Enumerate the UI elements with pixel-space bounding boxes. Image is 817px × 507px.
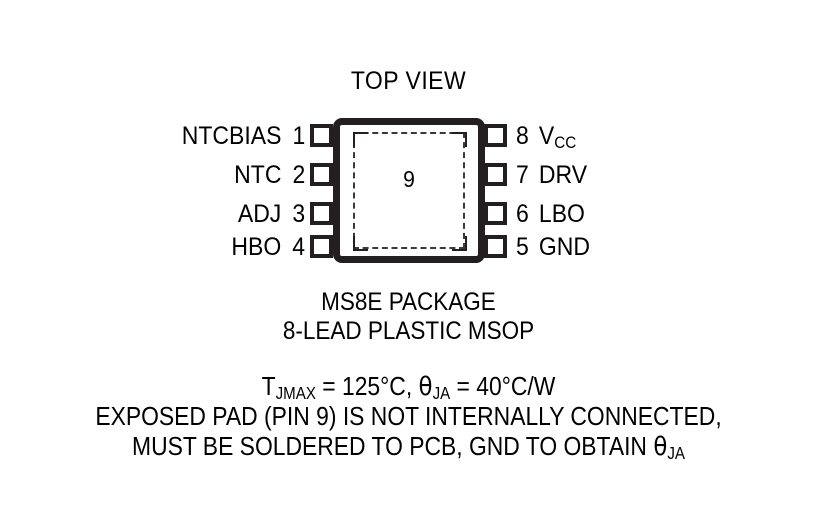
tjmax-symbol: T <box>261 371 276 401</box>
theta-ja-subscript-2: JA <box>667 443 685 464</box>
pin-number-3: 3 <box>292 200 305 228</box>
exposed-pad-note-line1: EXPOSED PAD (PIN 9) IS NOT INTERNALLY CO… <box>95 401 722 431</box>
pin-number-5: 5 <box>516 233 529 261</box>
exposed-pad-outline <box>353 132 465 249</box>
pin-name-adj: ADJ <box>237 200 282 228</box>
exposed-pad-note-line2: MUST BE SOLDERED TO PCB, GND TO OBTAIN θ… <box>49 431 768 464</box>
pin-label-right-6: 6 LBO <box>516 200 585 228</box>
pin-number-4: 4 <box>292 233 305 261</box>
pin-lead-5 <box>484 235 507 258</box>
pin-lead-6 <box>484 202 507 225</box>
pin-number-2: 2 <box>292 161 305 189</box>
package-name-caption: MS8E PACKAGE <box>321 288 496 316</box>
pin-label-right-7: 7 DRV <box>516 161 587 189</box>
pin-name-drv: DRV <box>538 161 588 189</box>
pin-name-gnd: GND <box>538 233 591 261</box>
package-body-group: 9 <box>333 118 485 263</box>
pin-lead-8 <box>484 124 507 147</box>
pin-lead-3 <box>310 202 333 225</box>
tjmax-subscript: JMAX <box>275 383 316 404</box>
pin-number-6: 6 <box>516 200 529 228</box>
theta-ja-value: = 40°C/W <box>450 371 556 401</box>
exposed-pad-number: 9 <box>403 166 415 192</box>
pin-name-ntc: NTC <box>233 161 282 189</box>
pad-corner-bottom-right <box>452 236 467 251</box>
pin-name-lbo: LBO <box>538 200 585 228</box>
solder-note-text: MUST BE SOLDERED TO PCB, GND TO OBTAIN <box>132 431 654 461</box>
pin-lead-1 <box>310 124 333 147</box>
pin-label-left-1: NTCBIAS 1 <box>181 122 305 150</box>
pin-name-hbo: HBO <box>231 233 282 261</box>
pin-lead-2 <box>310 163 333 186</box>
pin-label-right-5: 5 GND <box>516 233 590 261</box>
pin-lead-4 <box>310 235 333 258</box>
pin-label-left-4: HBO 4 <box>231 233 305 261</box>
pin-name-vcc-base: V <box>538 122 555 150</box>
package-type-caption: 8-LEAD PLASTIC MSOP <box>282 317 535 345</box>
tjmax-value: = 125°C, <box>315 371 419 401</box>
pin-number-7: 7 <box>516 161 529 189</box>
pin-lead-7 <box>484 163 507 186</box>
pad-corner-top-left <box>353 132 368 147</box>
theta-ja-symbol: θ <box>418 372 433 402</box>
pin-name-ntcbias: NTCBIAS <box>181 122 282 150</box>
pin-number-8: 8 <box>516 122 529 150</box>
pin-number-1: 1 <box>292 122 305 150</box>
pin-label-left-3: ADJ 3 <box>238 200 305 228</box>
pin-name-vcc: VCC <box>538 122 577 153</box>
top-view-label: TOP VIEW <box>350 67 467 95</box>
pin-name-vcc-subscript: CC <box>554 134 577 153</box>
pad-corner-top-right <box>452 132 467 147</box>
pad-corner-bottom-left <box>353 236 368 251</box>
theta-ja-subscript: JA <box>432 383 451 404</box>
package-outline <box>333 118 485 263</box>
thermal-spec-line: TJMAX = 125°C, θJA = 40°C/W <box>49 371 768 404</box>
theta-ja-symbol-2: θ <box>653 432 668 462</box>
pin-label-left-2: NTC 2 <box>234 161 305 189</box>
